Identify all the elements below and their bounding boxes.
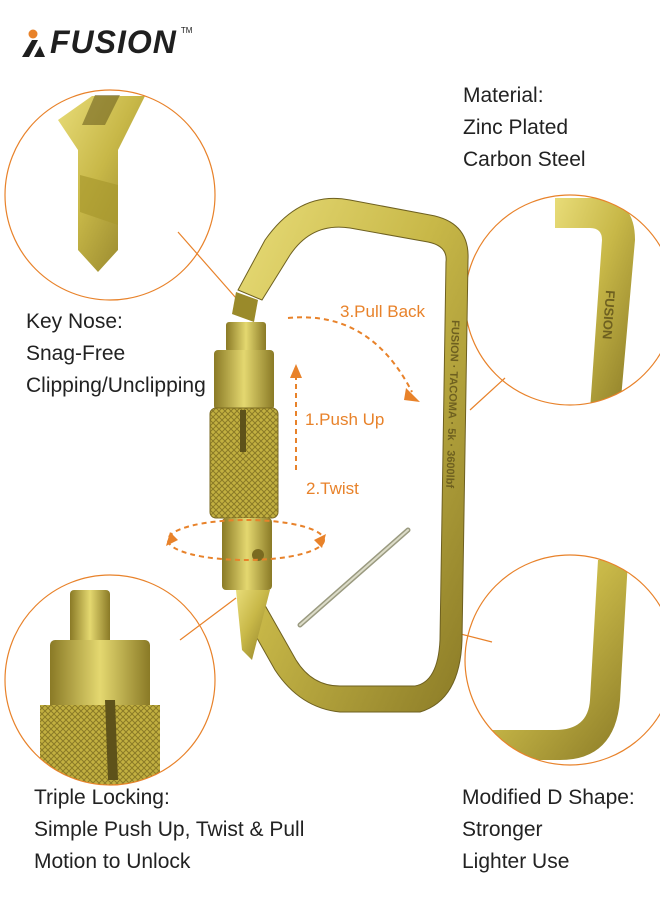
callout-d-shape: Modified D Shape: Stronger Lighter Use [462,782,635,878]
callout-d-shape-line-1: Stronger [462,818,543,841]
brand-logo: FUSION TM [20,22,192,62]
engraved-brand-text: FUSION [600,290,618,340]
fusion-logo-icon [22,29,45,57]
callout-triple-locking-line-1: Simple Push Up, Twist & Pull [34,818,305,841]
callout-material: Material: Zinc Plated Carbon Steel [463,80,586,176]
arrow-heads [166,364,420,548]
callout-triple-locking-line-2: Motion to Unlock [34,850,191,873]
step-push-up: 1.Push Up [305,410,385,429]
callout-key-nose: Key Nose: Snag-Free Clipping/Unclipping [26,306,206,402]
step-twist: 2.Twist [306,479,359,498]
callout-material-line-2: Carbon Steel [463,148,586,171]
callout-d-shape-title: Modified D Shape: [462,786,635,809]
brand-trademark: TM [180,26,193,35]
detail-circle-material: FUSION [464,194,660,406]
detail-circle-d-shape [464,554,660,766]
brand-name: FUSION [50,23,177,60]
twist-arrowhead-right [314,534,326,548]
callout-d-shape-line-2: Lighter Use [462,850,570,873]
pull-back-arrowhead [404,388,420,402]
callout-key-nose-title: Key Nose: [26,310,123,333]
callout-key-nose-line-1: Snag-Free [26,342,126,365]
pull-back-arrow [287,316,413,393]
callout-key-nose-line-2: Clipping/Unclipping [26,374,206,397]
carabiner: FUSION · TACOMA · 5k · 3600lbf [209,197,469,713]
push-up-arrowhead [290,364,302,378]
callout-triple-locking-title: Triple Locking: [34,786,170,809]
step-pull-back: 3.Pull Back [340,302,426,321]
detail-circle-triple-locking [4,574,216,786]
callout-triple-locking: Triple Locking: Simple Push Up, Twist & … [34,782,304,878]
detail-circle-key-nose [4,89,216,301]
callout-material-title: Material: [463,84,544,107]
twist-arrowhead-left [166,532,178,546]
engraved-marking: FUSION · TACOMA · 5k · 3600lbf [443,320,461,489]
callout-material-line-1: Zinc Plated [463,116,569,139]
